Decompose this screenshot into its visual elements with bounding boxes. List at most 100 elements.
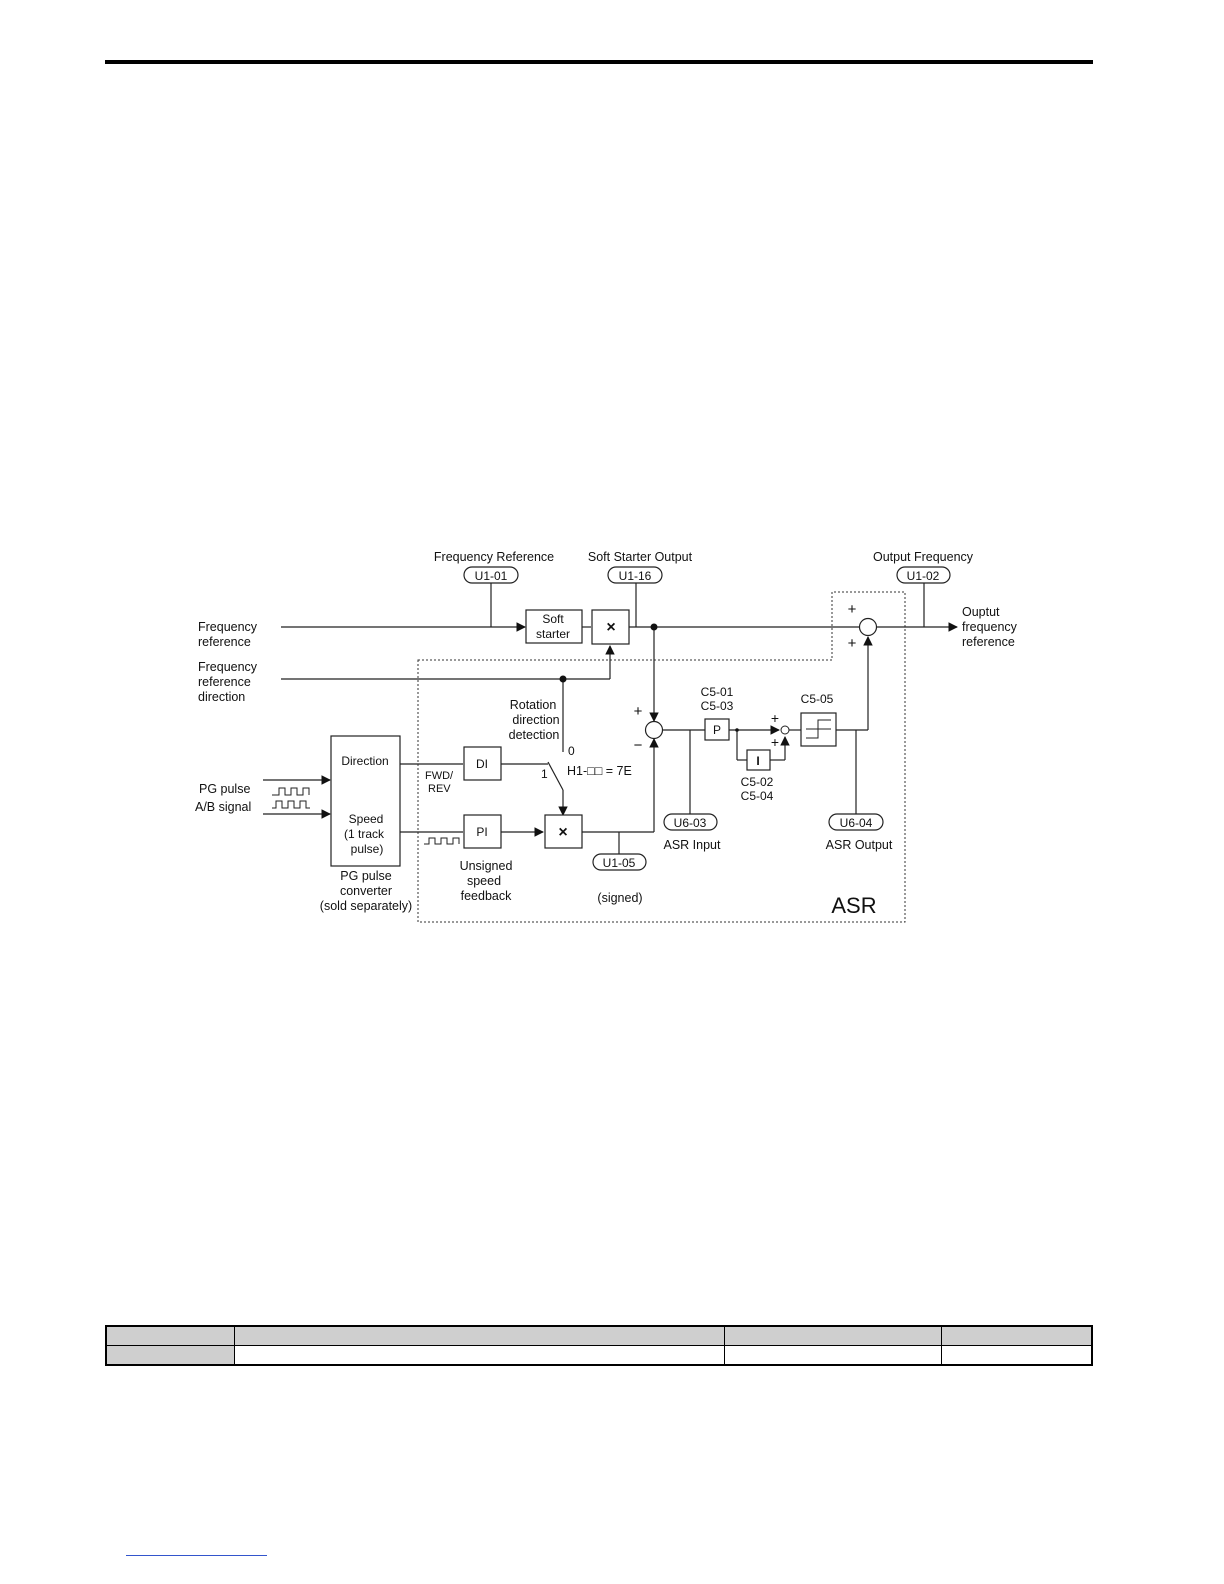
speed-block-label-2: (1 track [344, 827, 385, 841]
header-rule [105, 60, 1093, 64]
table-cell [941, 1345, 1093, 1366]
c5-04-label: C5-04 [741, 789, 774, 803]
freq-ref-input-label-1: Frequency [198, 620, 258, 634]
rotation-label-3: detection [509, 728, 560, 742]
output-label-2: frequency [962, 620, 1018, 634]
asr-sum-plus: + [634, 703, 643, 720]
signed-label: (signed) [597, 891, 642, 905]
direction-block-label: Direction [341, 754, 388, 768]
pi-block-label: PI [476, 825, 487, 839]
p-block-label: P [713, 723, 721, 737]
soft-starter-output-title: Soft Starter Output [588, 550, 693, 564]
table-cell [105, 1345, 235, 1366]
multiply-symbol-bottom: × [558, 824, 567, 841]
output-sum-junction [858, 617, 878, 637]
u1-05-label: U1-05 [603, 856, 636, 870]
i-block [746, 749, 771, 771]
rotation-label-2: direction [512, 713, 559, 727]
junction-direction [559, 675, 567, 683]
freq-dir-input-label-3: direction [198, 690, 245, 704]
p-block [704, 718, 730, 741]
switch-pos-0: 0 [568, 744, 575, 758]
asr-input-label: ASR Input [664, 838, 722, 852]
pulse-wave-speed [424, 837, 460, 845]
freq-ref-title: Frequency Reference [434, 550, 554, 564]
c5-05-label: C5-05 [801, 692, 834, 706]
table-header-cell [941, 1325, 1093, 1346]
di-block-label: DI [476, 757, 488, 771]
asr-sum-minus: − [634, 737, 643, 754]
speed-block-label-1: Speed [349, 812, 384, 826]
u1-02-capsule [896, 566, 951, 584]
table-cell [724, 1345, 942, 1366]
pi-block [463, 814, 502, 849]
junction-main [650, 623, 658, 631]
unsigned-label-1: Unsigned [460, 859, 513, 873]
u1-01-capsule [463, 566, 519, 584]
pi-sum-junction [780, 725, 790, 735]
asr-sum-junction [644, 720, 664, 740]
fwd-rev-label-2: REV [428, 783, 451, 795]
asr-region-label: ASR [831, 893, 876, 918]
output-frequency-title: Output Frequency [873, 550, 974, 564]
table-header-cell [234, 1325, 725, 1346]
freq-dir-input-label-1: Frequency [198, 660, 258, 674]
h1-setting-label: H1-□□ = 7E [567, 764, 632, 778]
switch-blade [547, 761, 564, 791]
u1-01-label: U1-01 [475, 569, 508, 583]
unsigned-label-3: feedback [461, 889, 512, 903]
table-row [105, 1345, 1093, 1366]
multiply-block-top [591, 609, 630, 645]
limiter-icon [806, 719, 831, 739]
c5-03-label: C5-03 [701, 699, 734, 713]
multiply-block-bottom [544, 814, 583, 849]
freq-ref-input-label-2: reference [198, 635, 251, 649]
pg-converter-block [330, 735, 401, 867]
asr-region-border [417, 591, 906, 923]
output-sum-plus-top: + [848, 601, 857, 618]
u1-16-capsule [607, 566, 663, 584]
pg-pulse-label: PG pulse [199, 782, 250, 796]
u1-16-label: U1-16 [619, 569, 652, 583]
asr-output-label: ASR Output [826, 838, 893, 852]
pg-converter-label-2: converter [340, 884, 392, 898]
rotation-label-1: Rotation [510, 698, 557, 712]
u1-02-label: U1-02 [907, 569, 940, 583]
soft-starter-label-1: Soft [542, 612, 564, 626]
ab-signal-label: A/B signal [195, 800, 251, 814]
output-label-3: reference [962, 635, 1015, 649]
speed-block-label-3: pulse) [351, 842, 384, 856]
u6-04-capsule [828, 813, 884, 831]
u6-04-label: U6-04 [840, 816, 873, 830]
switch-pos-1: 1 [541, 767, 548, 781]
freq-dir-input-label-2: reference [198, 675, 251, 689]
c5-02-label: C5-02 [741, 775, 774, 789]
pi-sum-plus-bottom: + [771, 734, 779, 750]
table-cell [234, 1345, 725, 1366]
u6-03-capsule [663, 813, 718, 831]
pg-converter-label-1: PG pulse [340, 869, 391, 883]
pg-converter-label-3: (sold separately) [320, 899, 412, 913]
output-label-1: Ouptut [962, 605, 1000, 619]
u6-03-label: U6-03 [674, 816, 707, 830]
output-sum-plus-bottom: + [848, 635, 857, 652]
di-block [463, 746, 502, 781]
unsigned-label-2: speed [467, 874, 501, 888]
pulse-wave-b [272, 800, 310, 809]
i-block-label: I [756, 754, 759, 768]
soft-starter-label-2: starter [536, 627, 570, 641]
multiply-symbol-top: × [606, 619, 615, 636]
c5-01-label: C5-01 [701, 685, 734, 699]
pi-sum-plus-top: + [771, 710, 779, 726]
footer-link-underline[interactable] [126, 1555, 267, 1556]
soft-starter-block [525, 609, 583, 644]
fwd-rev-label-1: FWD/ [425, 770, 454, 782]
table-header-cell [724, 1325, 942, 1346]
u1-05-capsule [592, 853, 647, 871]
parameter-table [105, 1325, 1093, 1366]
pulse-wave-a [272, 787, 310, 796]
table-header-row [105, 1325, 1093, 1346]
junction-p [735, 728, 739, 732]
table-header-cell [105, 1325, 235, 1346]
